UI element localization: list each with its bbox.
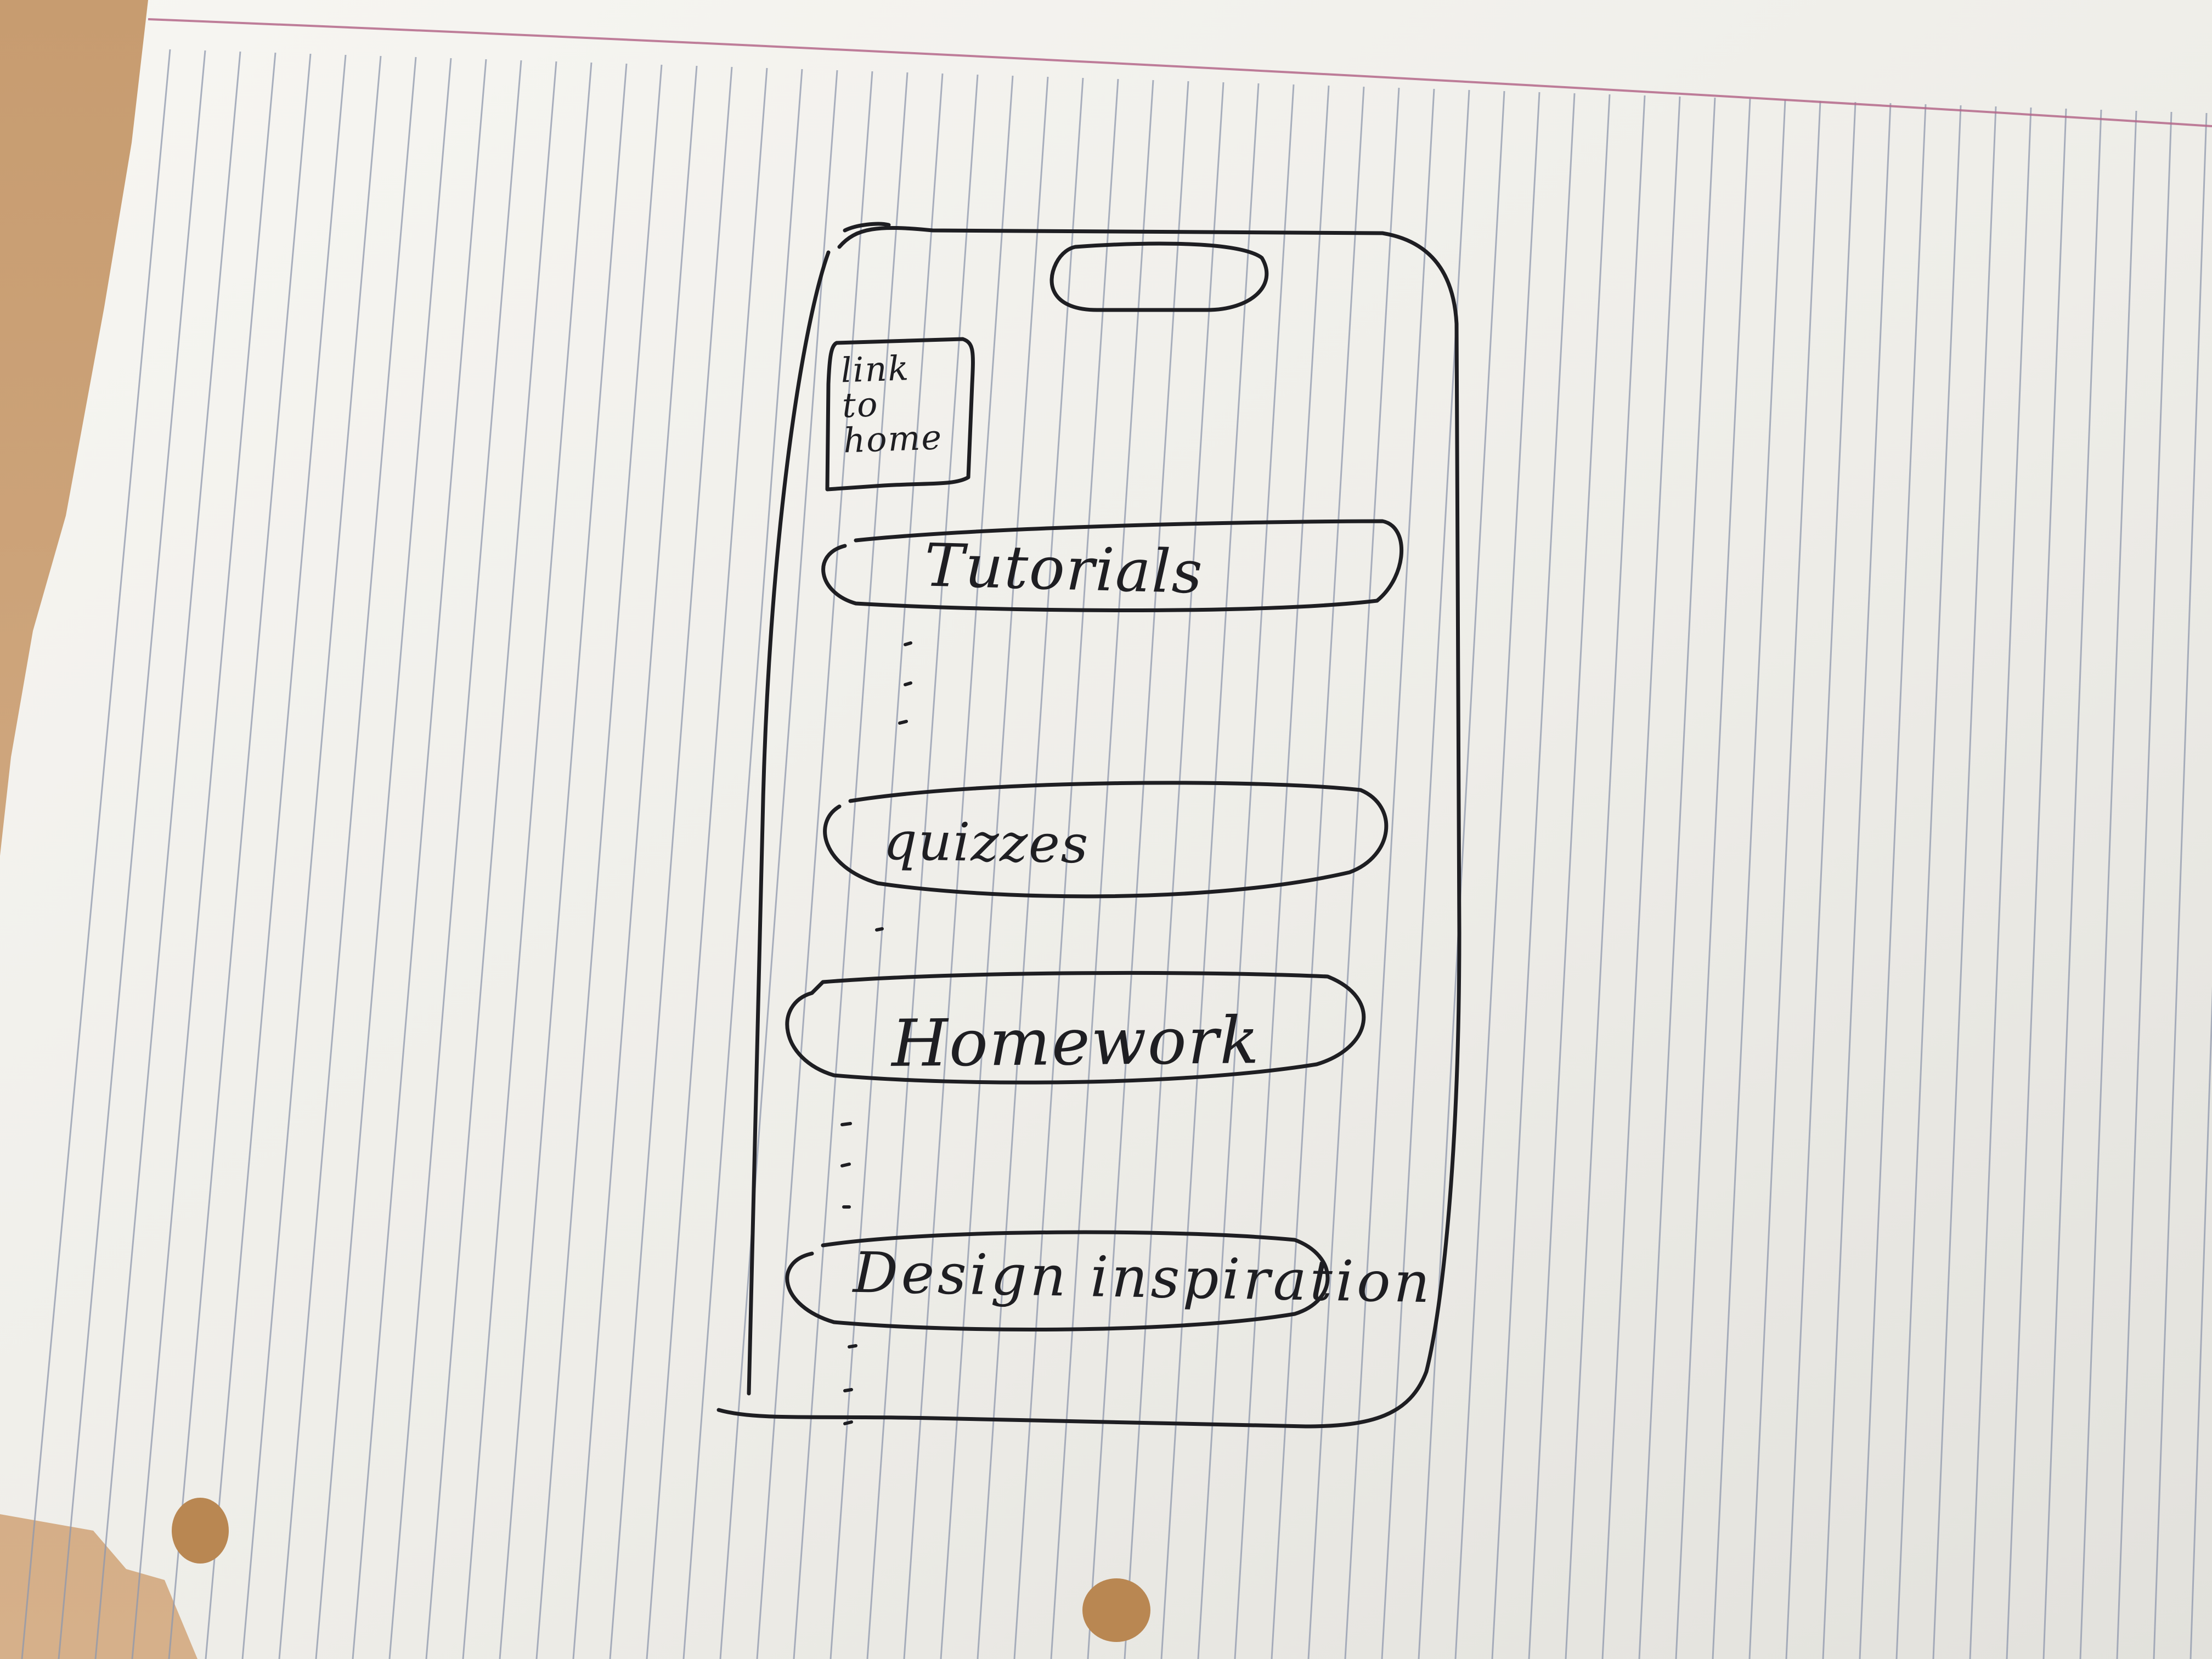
rule-line — [903, 75, 1014, 1659]
rule-line — [682, 69, 803, 1659]
binder-hole — [1082, 1578, 1150, 1642]
rule-line — [572, 65, 698, 1659]
rule-line — [1344, 88, 1435, 1659]
continuation-dots — [840, 641, 912, 1425]
rule-line — [1565, 95, 1646, 1659]
nav-pill-quizzes-outline — [823, 781, 1389, 899]
nav-item-tutorials-label: Tutorials — [923, 531, 1205, 607]
rule-line — [1381, 89, 1470, 1659]
rule-line — [94, 51, 241, 1659]
rule-line — [1748, 100, 1821, 1659]
rule-line — [425, 61, 557, 1659]
rule-line — [1050, 80, 1154, 1659]
rule-line — [1932, 106, 1997, 1659]
rule-line — [1454, 92, 1541, 1659]
rule-lines — [21, 49, 2212, 1659]
rule-line — [278, 57, 417, 1659]
rule-line — [2006, 108, 2067, 1659]
nav-pill-homework-outline — [785, 970, 1366, 1085]
rule-line — [205, 54, 347, 1659]
home-link-box — [825, 337, 975, 492]
rule-line — [58, 50, 206, 1659]
rule-line — [830, 73, 944, 1659]
rule-line — [1307, 87, 1400, 1659]
rule-line — [1712, 99, 1786, 1659]
rule-line — [1859, 104, 1927, 1659]
rule-line — [1271, 86, 1365, 1659]
margin-line — [148, 18, 2212, 127]
rule-line — [1234, 85, 1330, 1659]
nav-item-design-inspiration-label: Design inspiration — [853, 1240, 1434, 1316]
nav-item-homework-label: Homework — [891, 1002, 1261, 1081]
rule-line — [609, 66, 733, 1659]
rule-line — [756, 71, 873, 1659]
rule-line — [2079, 110, 2137, 1659]
binder-hole — [172, 1498, 229, 1564]
rule-line — [462, 62, 592, 1659]
rule-line — [388, 60, 522, 1659]
phone-frame — [716, 222, 1462, 1429]
rule-line — [1638, 97, 1716, 1659]
rule-line — [241, 55, 382, 1659]
rule-line — [1785, 101, 1857, 1659]
rule-line — [940, 76, 1049, 1659]
home-link-label: link to home — [840, 348, 944, 461]
nav-item-quizzes-label: quizzes — [883, 810, 1090, 876]
rule-line — [131, 52, 276, 1659]
rule-line — [1124, 82, 1224, 1659]
rule-line — [352, 59, 487, 1659]
rule-line — [1087, 81, 1189, 1659]
rule-line — [1197, 84, 1295, 1659]
rule-line — [646, 67, 768, 1659]
rule-line — [1601, 96, 1681, 1659]
rule-line — [315, 58, 452, 1659]
rule-line — [1013, 78, 1119, 1659]
rule-line — [1418, 91, 1505, 1659]
rule-line — [1969, 107, 2032, 1659]
rule-line — [1822, 103, 1892, 1659]
rule-line — [499, 63, 628, 1659]
rule-line — [793, 72, 909, 1659]
rule-line — [168, 53, 312, 1659]
rule-line — [1491, 93, 1576, 1659]
rule-line — [977, 77, 1084, 1659]
rule-line — [535, 64, 663, 1659]
rule-line — [1528, 94, 1611, 1659]
nav-pill-design-outline — [785, 1230, 1330, 1332]
rule-line — [719, 70, 838, 1659]
rule-line — [1675, 98, 1751, 1659]
rule-line — [21, 49, 171, 1659]
nav-pill-tutorials-outline — [821, 519, 1404, 612]
rule-line — [2190, 986, 2212, 1659]
rule-line — [2153, 112, 2208, 1659]
rule-line — [1160, 83, 1260, 1659]
camera-notch — [1049, 241, 1269, 312]
rule-line — [1895, 105, 1962, 1659]
rule-line — [2042, 109, 2102, 1659]
rule-line — [2116, 111, 2172, 1659]
